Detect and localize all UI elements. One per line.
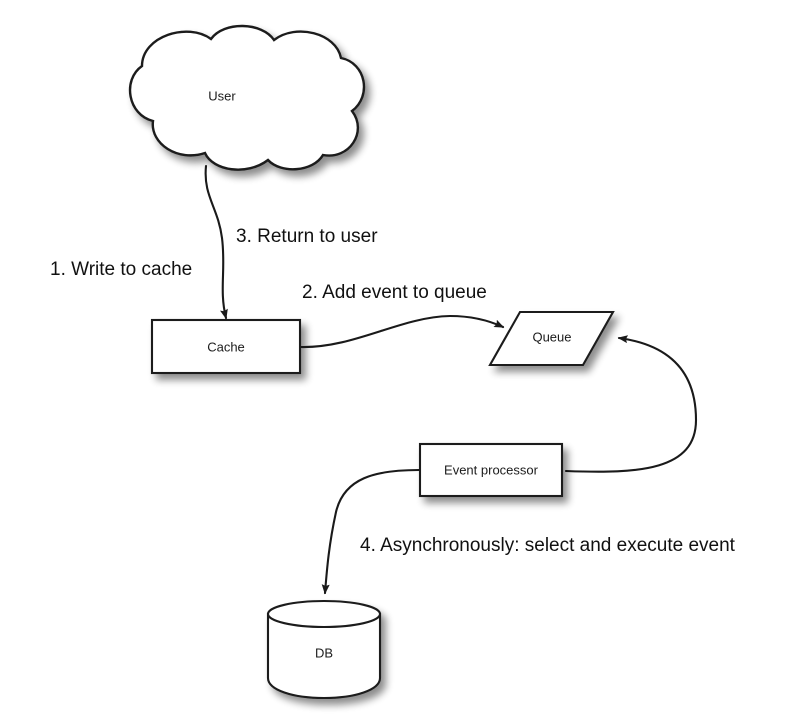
- node-queue-label: Queue: [532, 329, 571, 344]
- edge-label-asynchronously-select-and-execute-event: 4. Asynchronously: select and execute ev…: [360, 535, 736, 556]
- edge-label-add-event-to-queue: 2. Add event to queue: [302, 282, 487, 303]
- edge-eventprocessor-to-db: [321, 468, 421, 595]
- node-user[interactable]: User: [128, 24, 366, 171]
- edge-label-return-to-user: 3. Return to user: [236, 226, 378, 247]
- node-event-processor[interactable]: Event processor: [418, 442, 564, 498]
- node-db-label: DB: [315, 645, 333, 660]
- edge-eventprocessor-to-queue: [564, 335, 698, 473]
- node-event-processor-label: Event processor: [444, 462, 539, 477]
- node-user-label: User: [208, 88, 236, 103]
- edge-label-write-to-cache: 1. Write to cache: [50, 259, 192, 280]
- node-queue[interactable]: Queue: [488, 310, 615, 367]
- edge-user-to-cache: [204, 164, 228, 320]
- edge-cache-to-queue: [299, 314, 505, 349]
- node-db[interactable]: DB: [266, 599, 382, 700]
- node-cache[interactable]: Cache: [150, 318, 302, 375]
- node-cache-label: Cache: [207, 339, 245, 354]
